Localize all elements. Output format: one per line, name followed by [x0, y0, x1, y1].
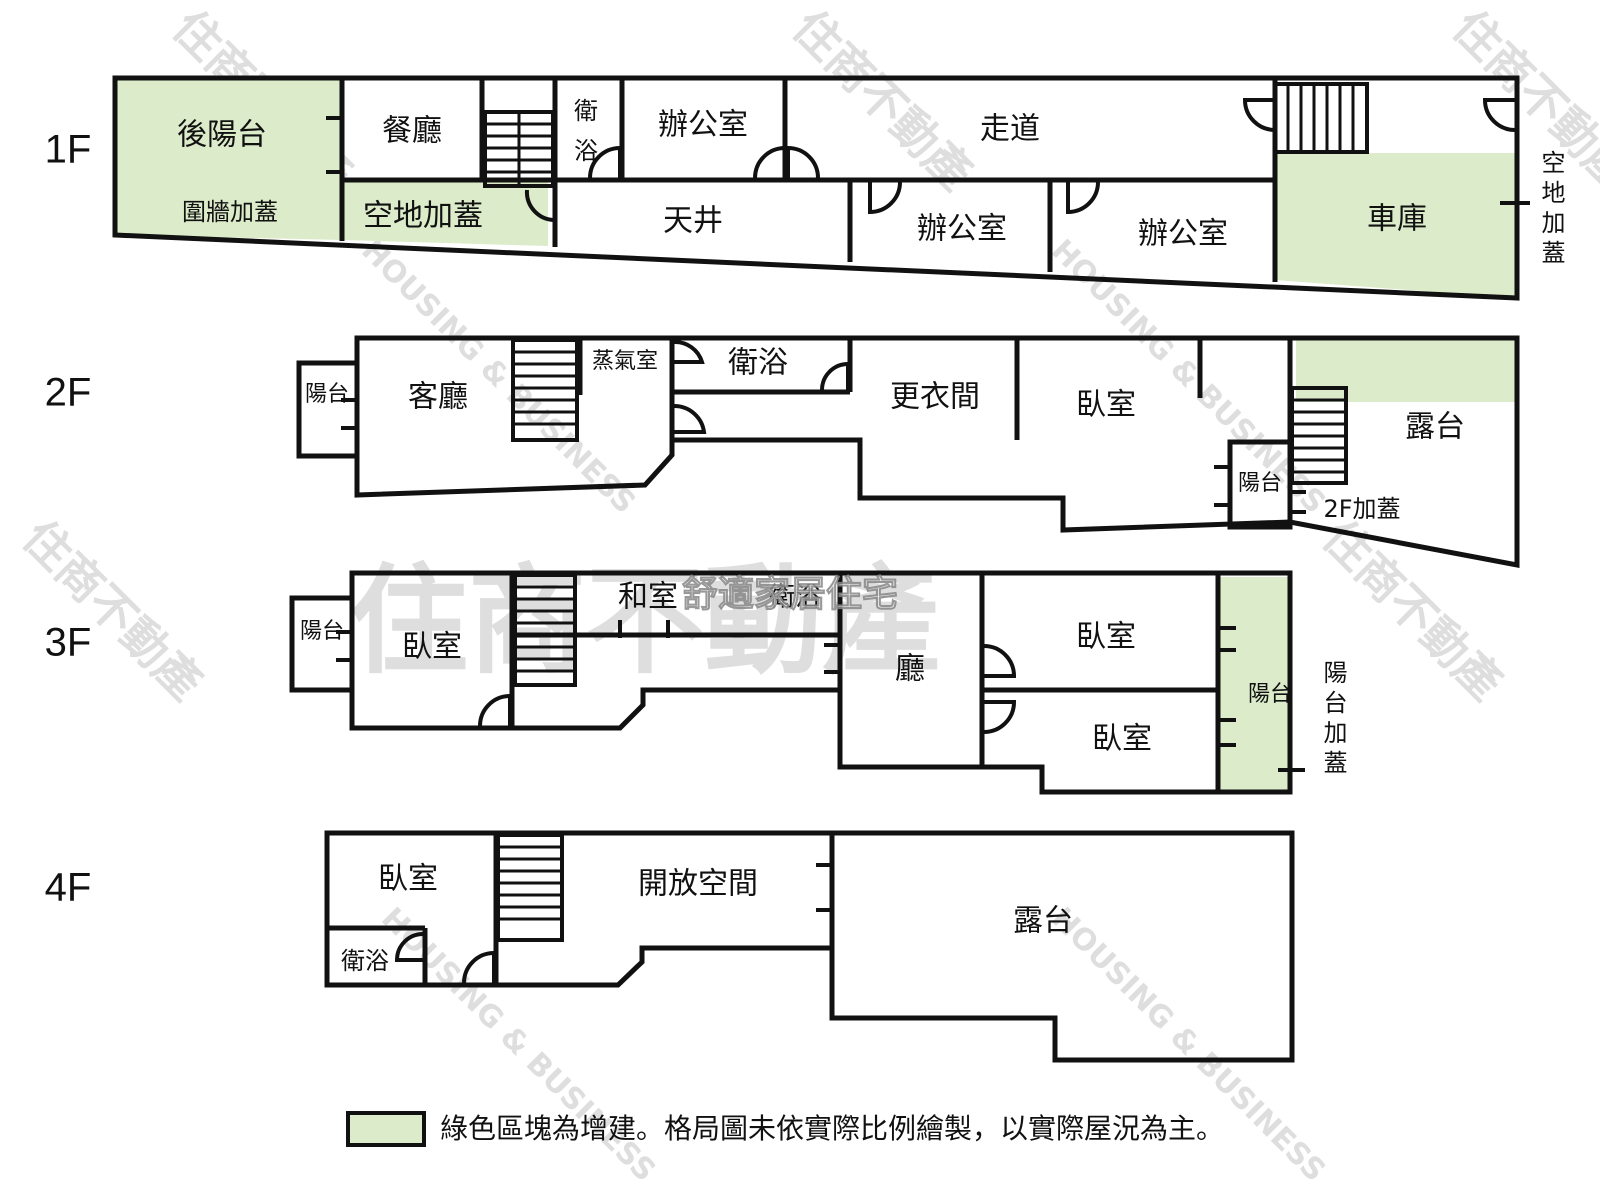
door-icon — [820, 361, 850, 391]
floor-label-2f: 2F — [45, 371, 92, 415]
room-label: 衛 — [574, 97, 598, 125]
door-icon — [326, 116, 342, 174]
floor-4f: 臥室 衛浴 開放空間 露台 — [324, 830, 1295, 1063]
green-addition-2f — [1296, 340, 1517, 402]
door-icon — [524, 189, 557, 223]
green-addition-rear — [115, 80, 342, 240]
door-icon — [983, 644, 1017, 678]
room-label: 陽台 — [1248, 682, 1292, 707]
room-label: 圍牆加蓋 — [182, 198, 278, 226]
watermark-english: HOUSING & BUSINESS — [354, 233, 642, 521]
floor-label-3f: 3F — [45, 621, 92, 665]
room-label: 臥室 — [402, 630, 462, 665]
room-label: 陽台 — [300, 619, 344, 644]
room-label: 臥室 — [1076, 620, 1136, 655]
door-icon — [588, 145, 622, 179]
room-label: 陽台 — [1238, 471, 1282, 496]
room-label: 臥室 — [378, 862, 438, 897]
door-icon — [1482, 98, 1516, 132]
door-icon — [1066, 181, 1100, 215]
door-icon — [462, 950, 496, 984]
door-icon — [1214, 465, 1230, 507]
watermark-brand: 住商不動產 — [12, 510, 213, 711]
room-label: 餐廳 — [382, 114, 442, 149]
door-icon — [618, 620, 670, 638]
room-label: 浴 — [574, 137, 598, 165]
watermark-brand: 住商不動產 — [782, 0, 983, 200]
room-label: 空地加蓋 — [363, 199, 483, 234]
stairs-icon — [1273, 82, 1369, 154]
room-label: 陽台 — [305, 382, 349, 407]
legend-text: 綠色區塊為增建。格局圖未依實際比例繪製，以實際屋況為主。 — [440, 1112, 1224, 1145]
floor-3f: 陽台 臥室 和室 衛浴 廳 臥室 臥室 陽台 陽台加蓋 — [289, 570, 1347, 795]
stairs-icon — [1290, 386, 1348, 485]
door-icon — [983, 700, 1017, 734]
stairs-icon — [513, 573, 577, 687]
room-label: 後陽台 — [177, 118, 267, 153]
floor-1f: 後陽台 圍牆加蓋 餐廳 衛 浴 辦公室 走道 空地加蓋 天井 辦公室 辦公室 車… — [112, 75, 1565, 301]
door-icon — [336, 630, 352, 662]
floor-2f-outline — [354, 335, 1520, 569]
door-icon — [753, 145, 787, 179]
door-icon — [868, 181, 902, 215]
door-icon — [824, 643, 840, 674]
room-label: 天井 — [663, 204, 723, 239]
door-icon — [816, 863, 832, 912]
room-label: 開放空間 — [638, 867, 758, 902]
room-label: 車庫 — [1367, 202, 1427, 237]
door-icon — [786, 145, 820, 179]
balcony-box — [296, 360, 360, 459]
door-icon — [1290, 490, 1306, 514]
door-icon — [1242, 98, 1276, 132]
room-label: 客廳 — [408, 380, 468, 415]
green-addition-lot — [342, 180, 548, 246]
room-label: 臥室 — [1076, 388, 1136, 423]
room-label: 2F加蓋 — [1323, 495, 1400, 523]
room-label: 衛浴 — [728, 346, 788, 381]
door-icon — [1218, 626, 1236, 747]
balcony-box — [289, 595, 355, 693]
room-label: 廳 — [895, 652, 925, 687]
floor-2f: 陽台 客廳 蒸氣室 衛浴 更衣間 臥室 陽台 露台 2F加蓋 — [296, 335, 1520, 569]
door-icon — [394, 932, 424, 962]
legend-swatch — [346, 1111, 426, 1147]
floor-1f-outline — [112, 75, 1520, 301]
side-note: 陽台加蓋 — [1319, 660, 1347, 780]
stairs-icon — [496, 833, 564, 942]
room-label: 露台 — [1405, 410, 1465, 445]
room-label: 走道 — [980, 112, 1040, 147]
door-icon — [478, 693, 512, 727]
room-label: 露台 — [1013, 904, 1073, 939]
legend: 綠色區塊為增建。格局圖未依實際比例繪製，以實際屋況為主。 — [346, 1111, 1224, 1147]
door-icon — [673, 339, 705, 364]
room-label: 更衣間 — [890, 380, 980, 415]
stairs-icon — [483, 110, 555, 188]
door-icon — [341, 398, 357, 430]
green-addition-3f — [1218, 577, 1290, 792]
room-label: 辦公室 — [917, 212, 1007, 247]
watermark-overlay: 舒適家居住宅 — [682, 573, 898, 615]
floor-label-1f: 1F — [45, 128, 92, 172]
room-label: 衛浴 — [769, 583, 821, 613]
stairs-icon — [511, 338, 579, 442]
floor-label-4f: 4F — [45, 866, 92, 910]
room-label: 臥室 — [1092, 722, 1152, 757]
room-label: 衛浴 — [341, 947, 389, 975]
room-label: 辦公室 — [1138, 217, 1228, 252]
door-icon — [673, 403, 707, 434]
side-note: 空地加蓋 — [1537, 150, 1565, 270]
green-addition-garage — [1275, 153, 1515, 298]
room-label: 辦公室 — [658, 108, 748, 143]
room-label: 蒸氣室 — [592, 349, 658, 374]
room-label: 和室 — [618, 580, 678, 615]
